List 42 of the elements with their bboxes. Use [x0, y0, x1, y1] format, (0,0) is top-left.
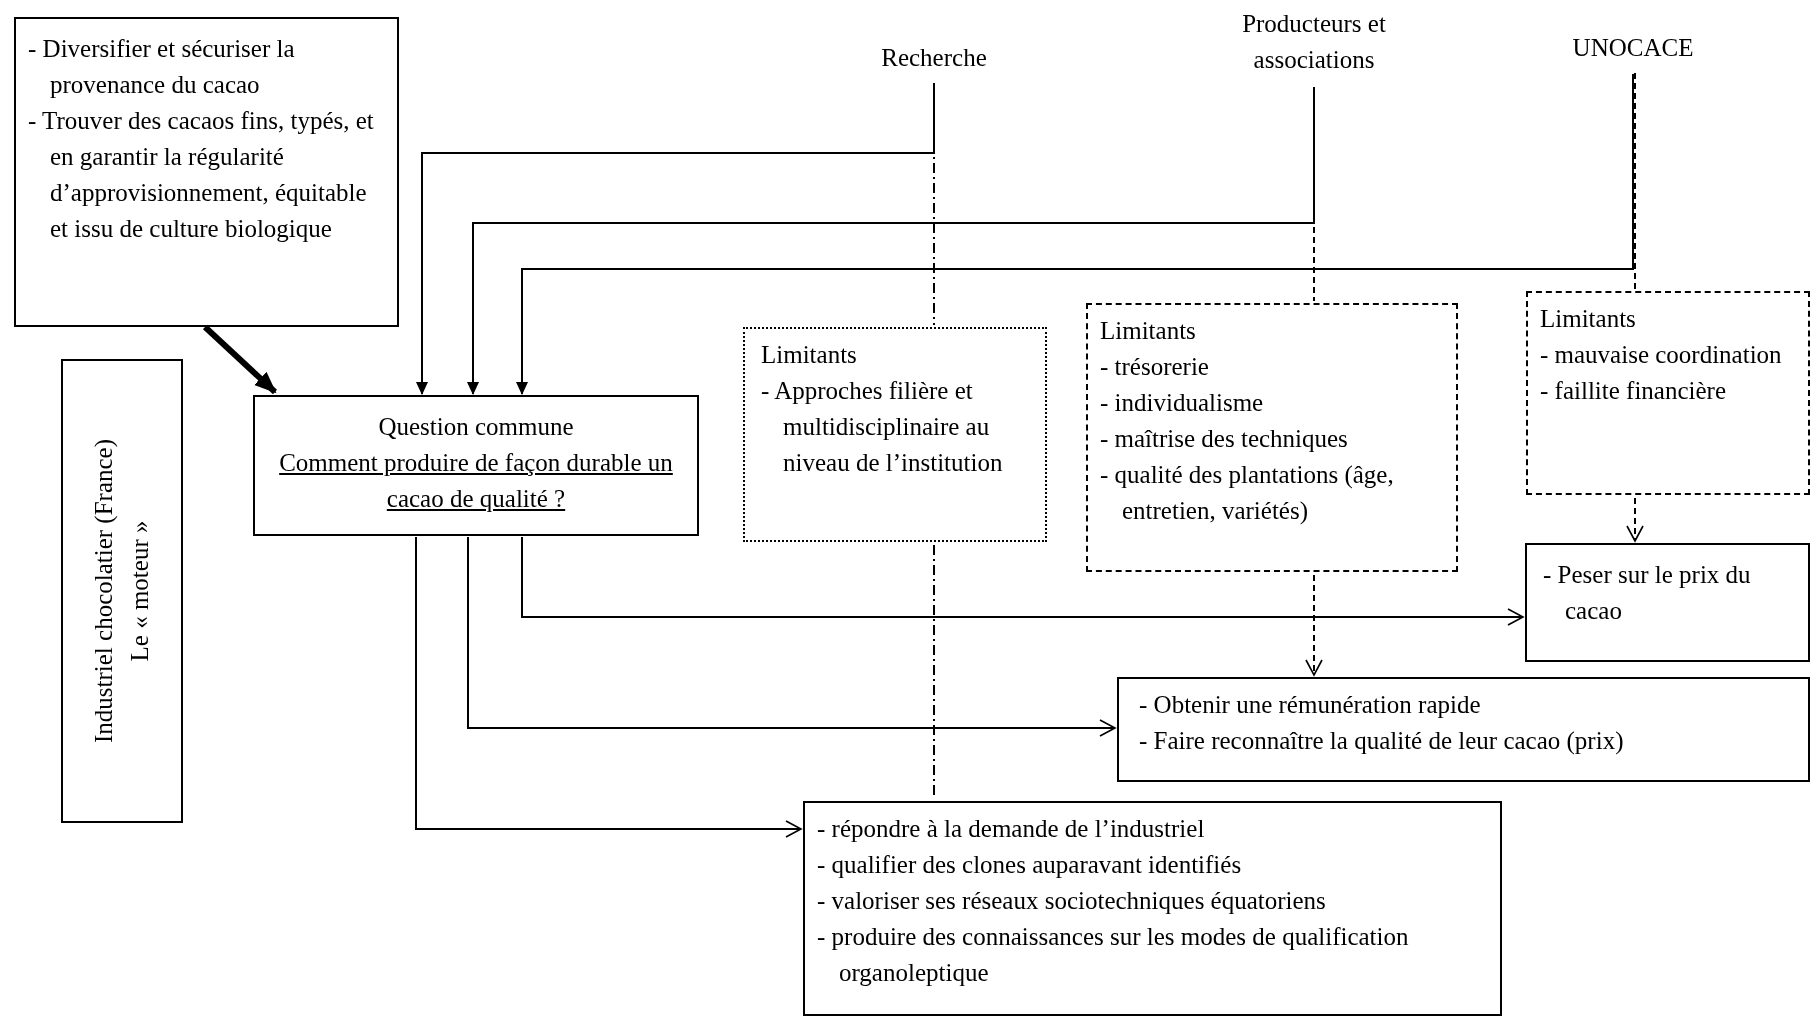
dashed-arrow [1305, 574, 1323, 676]
actor-name: Producteurs et associations [1241, 9, 1387, 75]
arrow [521, 536, 1524, 626]
constraint-heading: Limitants [1540, 304, 1637, 334]
arrow [202, 324, 278, 395]
vertical-text: Le « moteur » [125, 520, 154, 662]
list-item: - valoriser ses réseaux sociotechniques équatoriens [817, 886, 1327, 916]
list-item: - individualisme [1100, 388, 1265, 418]
actor-name: UNOCACE [1571, 33, 1695, 63]
goal-box [14, 17, 399, 327]
list-item: - qualifier des clones auparavant identifiés [817, 850, 1243, 880]
list-item: - Trouver des cacaos fins, typés, et en garantir la régularité d’approvisionnement, équitable et issu de culture biologique [28, 106, 375, 244]
list-item: - Peser sur le prix du cacao [1543, 560, 1752, 626]
arrow [467, 536, 1116, 737]
list-item: - Diversifier et sécuriser la provenance du cacao [28, 34, 296, 100]
list-item: - Approches filière et multidisciplinaire au niveau de l’institution [761, 376, 1004, 478]
arrow [516, 73, 1634, 395]
list-item: - produire des connaissances sur les modes de qualification organoleptique [817, 922, 1410, 988]
constraint-heading: Limitants [761, 340, 858, 370]
actor-box [61, 359, 183, 823]
list-item: - Faire reconnaître la qualité de leur cacao (prix) [1139, 726, 1625, 757]
constraint-box [743, 327, 1047, 542]
list-item: - Obtenir une rémunération rapide [1139, 690, 1482, 720]
vertical-text: Industriel chocolatier (France) [89, 439, 118, 743]
question-box [253, 395, 699, 536]
objective-box [1117, 677, 1810, 782]
list-item: - faillite financière [1540, 376, 1727, 406]
question-heading: Question commune [377, 412, 575, 442]
objective-box [1525, 543, 1810, 662]
constraint-heading: Limitants [1100, 316, 1197, 346]
constraint-box [1526, 291, 1810, 495]
constraint-box [1086, 303, 1458, 572]
arrow [415, 536, 802, 838]
list-item: - répondre à la demande de l’industriel [817, 814, 1206, 844]
list-item: - qualité des plantations (âge, entretien, variétés) [1100, 460, 1395, 526]
objective-box [803, 801, 1502, 1016]
actor-name: Recherche [880, 43, 988, 73]
list-item: - mauvaise coordination [1540, 340, 1783, 370]
question-text: Comment produire de façon durable un cacao de qualité ? [278, 448, 674, 514]
dashed-arrow [1626, 497, 1644, 542]
list-item: - maîtrise des techniques [1100, 424, 1349, 454]
list-item: - trésorerie [1100, 352, 1210, 382]
